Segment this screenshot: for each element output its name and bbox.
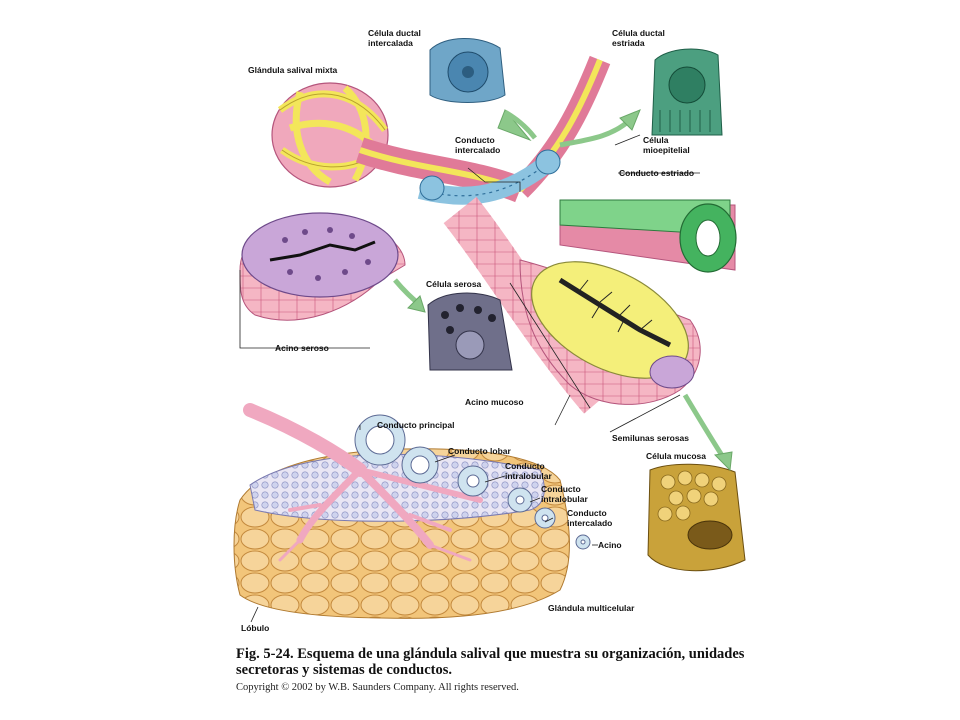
label-acino: Acino xyxy=(598,540,622,550)
label-celula-ductal-intercalada-1: Célula ductal xyxy=(368,28,421,38)
leader-lines xyxy=(239,134,700,623)
label-celula-mucosa: Célula mucosa xyxy=(646,451,706,461)
inset-arrows xyxy=(393,109,733,472)
figure-number: Fig. 5-24. xyxy=(236,646,294,662)
label-lobulo: Lóbulo xyxy=(241,623,269,633)
label-conducto-intralobular-b1: Conducto xyxy=(541,484,581,494)
label-conducto-intercalado-2: intercalado xyxy=(455,145,500,155)
label-glandula-salival-mixta: Glándula salival mixta xyxy=(248,65,338,75)
copyright-notice: Copyright © 2002 by W.B. Saunders Compan… xyxy=(236,682,519,693)
figure-caption-text: Esquema de una glándula salival que mues… xyxy=(236,646,745,678)
label-glandula-multicelular: Glándula multicelular xyxy=(548,603,635,613)
cell-insets xyxy=(427,38,746,572)
figure-caption: Fig. 5-24. Esquema de una glándula saliv… xyxy=(236,646,796,678)
duct-cross-sections xyxy=(354,414,591,550)
labels: Glándula salival mixta Célula ductal int… xyxy=(241,28,706,633)
label-celula-ductal-estriada-2: estriada xyxy=(612,38,645,48)
label-conducto-intralobular-b2: intralobular xyxy=(541,494,588,504)
serous-demilune xyxy=(649,355,695,389)
label-conducto-estriado: Conducto estriado xyxy=(619,168,694,178)
label-conducto-principal: Conducto principal xyxy=(377,420,454,430)
label-conducto-intercalado-b2: intercalado xyxy=(567,518,612,528)
label-celula-ductal-estriada-1: Célula ductal xyxy=(612,28,665,38)
duct-tree xyxy=(243,403,483,562)
multicellular-gland xyxy=(233,403,591,619)
label-acino-seroso: Acino seroso xyxy=(275,343,329,353)
label-conducto-intercalado-b1: Conducto xyxy=(567,508,607,518)
label-celula-mioepitelial-2: mioepitelial xyxy=(643,145,690,155)
label-conducto-intralobular-a1: Conducto xyxy=(505,461,545,471)
label-conducto-intralobular-a2: intralobular xyxy=(505,471,552,481)
label-celula-mioepitelial-1: Célula xyxy=(643,135,669,145)
label-celula-serosa: Célula serosa xyxy=(426,279,482,289)
label-semilunas-serosas: Semilunas serosas xyxy=(612,433,689,443)
mixed-gland-acinus xyxy=(271,82,389,188)
label-acino-mucoso: Acino mucoso xyxy=(465,397,524,407)
label-conducto-intercalado-1: Conducto xyxy=(455,135,495,145)
label-conducto-lobar: Conducto lobar xyxy=(448,446,511,456)
mixed-gland-illustration xyxy=(239,55,737,414)
label-celula-ductal-intercalada-2: intercalada xyxy=(368,38,413,48)
